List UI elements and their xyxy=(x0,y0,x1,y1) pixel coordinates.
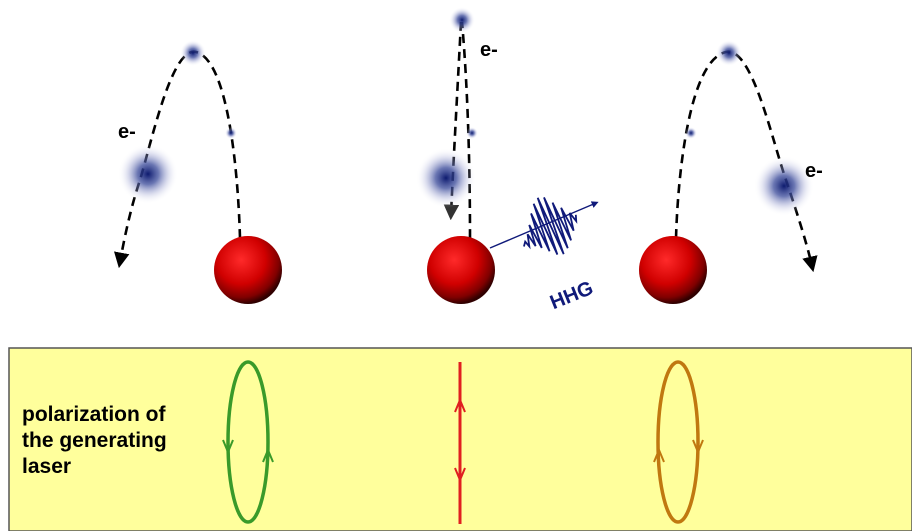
electron-cloud-small xyxy=(449,7,475,33)
electron-dot xyxy=(225,127,237,139)
hhg-label: HHG xyxy=(547,277,596,314)
polarization-label-line-3: laser xyxy=(22,455,72,478)
hhg-pulse xyxy=(489,197,599,255)
arrow-up-icon xyxy=(262,447,274,463)
polarization-label: polarization of the generating laser xyxy=(22,402,212,480)
scene-right: e- xyxy=(639,40,823,304)
electron-trajectory xyxy=(114,50,242,269)
hhg-wave xyxy=(523,197,578,255)
electron-cloud-small xyxy=(180,40,206,66)
electron-cloud-small xyxy=(716,40,742,66)
polarization-line-center xyxy=(454,362,466,524)
electron-label: e- xyxy=(805,160,823,182)
ion-sphere xyxy=(214,236,282,304)
polarization-label-line-1: polarization of xyxy=(22,403,166,426)
arrow-up-icon xyxy=(454,397,466,413)
arrow-down-icon xyxy=(222,439,234,455)
scene-left: e- xyxy=(114,40,282,304)
polarization-label-line-2: the generating xyxy=(22,429,167,452)
polarization-panel xyxy=(8,347,912,531)
electron-label: e- xyxy=(118,121,136,143)
electron-cloud-large xyxy=(754,156,814,216)
arrow-down-icon xyxy=(454,467,466,483)
ion-sphere xyxy=(639,236,707,304)
electron-cloud-large xyxy=(416,148,476,208)
electron-dot xyxy=(685,127,697,139)
polarization-ellipse-left xyxy=(222,360,274,524)
arrow-down-icon xyxy=(692,439,704,455)
arrow-up-icon xyxy=(653,447,665,463)
polarization-ellipse-right xyxy=(653,360,704,524)
electron-label: e- xyxy=(480,39,498,61)
electron-dot xyxy=(466,127,478,139)
ion-sphere xyxy=(427,236,495,304)
electron-cloud-large xyxy=(118,144,178,204)
scene-center: e- HHG xyxy=(416,7,599,314)
